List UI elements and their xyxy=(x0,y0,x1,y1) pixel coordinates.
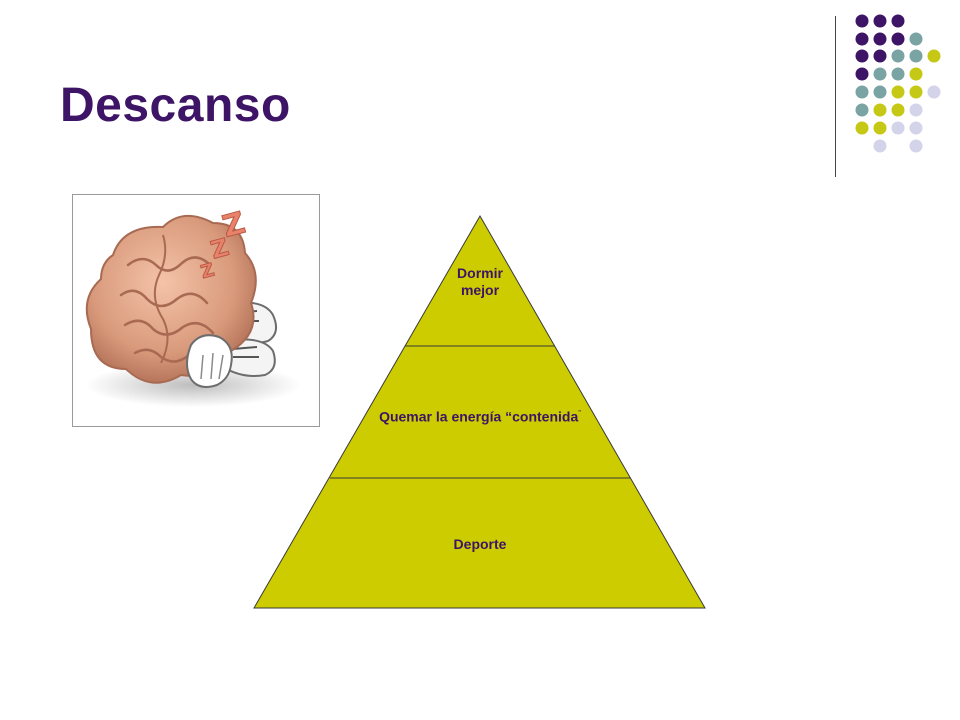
title-divider-line xyxy=(835,16,836,177)
sleeping-brain-illustration: Z Z Z xyxy=(72,194,320,427)
tier-middle-quote-suffix: ” xyxy=(578,409,581,418)
sleeping-brain-icon: Z Z Z xyxy=(85,205,301,407)
pyramid-tier-middle-label: Quemar la energía “contenida” xyxy=(330,405,630,426)
tier-middle-text: Quemar la energía “contenida xyxy=(379,408,579,425)
pyramid-shape xyxy=(253,214,706,609)
glove-icon xyxy=(186,334,233,388)
tier-top-line2: mejor xyxy=(460,282,500,298)
tier-top-line1: Dormir xyxy=(457,265,503,281)
pyramid-tier-bottom-label: Deporte xyxy=(453,536,507,552)
pyramid-tier-top-label: Dormir mejor xyxy=(430,265,530,299)
svg-text:Z: Z xyxy=(199,260,217,284)
slide-title: Descanso xyxy=(60,79,291,132)
